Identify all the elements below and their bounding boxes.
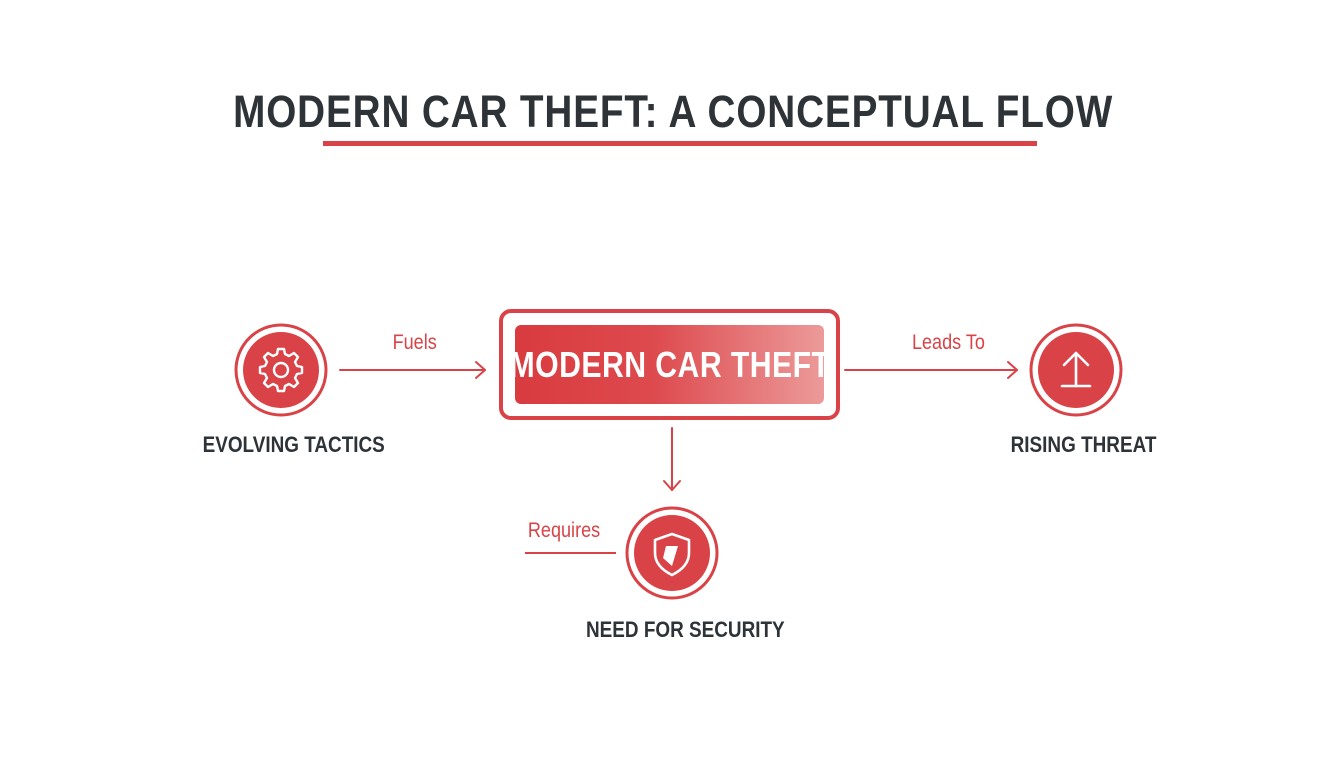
edge-label-requires: Requires [527, 519, 601, 542]
shield-icon [653, 532, 691, 577]
node-label-need-for-security: NEED FOR SECURITY [586, 617, 785, 642]
connector-leads-to [844, 361, 1018, 379]
node-rising-threat [1029, 323, 1123, 417]
page-title: MODERN CAR THEFT: A CONCEPTUAL FLOW [233, 86, 1114, 137]
central-concept-fill: MODERN CAR THEFT [509, 325, 830, 404]
node-evolving-tactics [234, 323, 328, 417]
node-label-evolving-tactics: EVOLVING TACTICS [202, 432, 385, 457]
node-need-for-security [625, 506, 719, 600]
edge-label-leads-to: Leads To [911, 331, 985, 354]
arrow-up-icon [1060, 351, 1092, 388]
connector-fuels [339, 361, 486, 379]
edge-label-fuels: Fuels [392, 331, 437, 354]
central-concept-label: MODERN CAR THEFT [509, 343, 830, 385]
central-concept-box: MODERN CAR THEFT [499, 309, 840, 420]
title-underline [323, 141, 1037, 146]
gear-icon [258, 347, 304, 393]
connector-down [663, 427, 681, 491]
node-label-rising-threat: RISING THREAT [1010, 432, 1157, 457]
